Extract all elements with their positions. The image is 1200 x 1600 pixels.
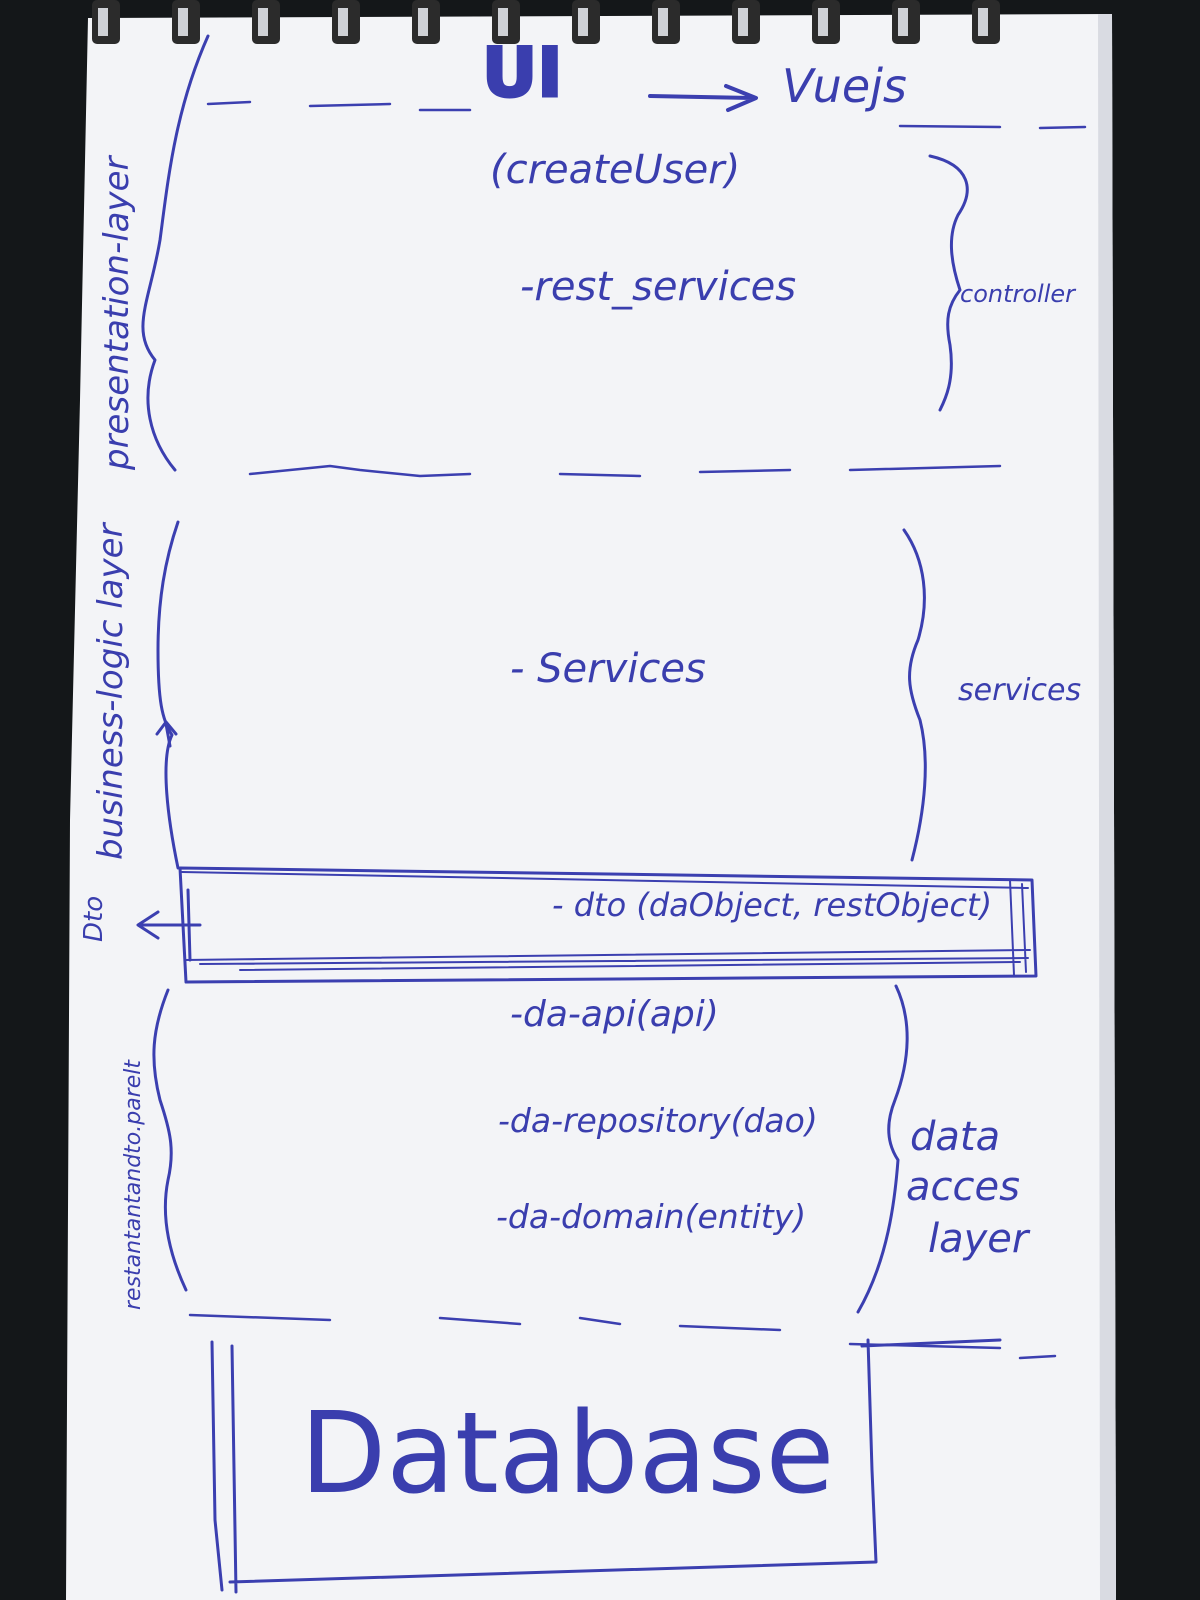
- framework-label: Vuejs: [782, 59, 907, 113]
- spiral-ring-highlight: [498, 8, 508, 36]
- business-item-services: - Services: [510, 646, 706, 692]
- data-access-item-domain: -da-domain(entity): [496, 1197, 806, 1236]
- controller-brace-icon: [928, 154, 969, 412]
- header-divider: [206, 100, 1087, 130]
- spiral-ring-highlight: [978, 8, 988, 36]
- spiral-ring-highlight: [738, 8, 748, 36]
- left-arrow-icon: [136, 888, 202, 962]
- spiral-ring-highlight: [818, 8, 828, 36]
- database-box: [210, 1338, 1002, 1594]
- spiral-ring-highlight: [98, 8, 108, 36]
- data-access-label-line3: layer: [928, 1216, 1031, 1262]
- data-access-divider: [188, 1313, 1057, 1360]
- spiral-ring-highlight: [898, 8, 908, 36]
- services-label: services: [958, 673, 1081, 708]
- up-arrow-icon: [155, 720, 178, 748]
- data-access-side-label: restantantandto.parelt: [121, 1059, 146, 1310]
- data-access-label-line2: acces: [906, 1164, 1020, 1210]
- controller-label: controller: [960, 280, 1077, 308]
- presentation-divider: [248, 464, 1002, 478]
- data-access-brace: [152, 988, 188, 1292]
- ui-title: UI: [482, 34, 563, 113]
- data-access-item-api: -da-api(api): [510, 994, 719, 1035]
- presentation-layer-label: presentation-layer: [97, 154, 137, 471]
- spiral-ring-highlight: [418, 8, 428, 36]
- spiral-binding-icon: [92, 0, 1000, 44]
- presentation-layer-brace: [141, 34, 210, 472]
- data-access-label-line1: data: [910, 1114, 1000, 1160]
- spiral-ring-highlight: [658, 8, 668, 36]
- spiral-ring-highlight: [578, 8, 588, 36]
- dto-band-scribble: [181, 871, 1031, 976]
- dto-text: - dto (daObject, restObject): [552, 886, 992, 924]
- spiral-ring-highlight: [178, 8, 188, 36]
- spiral-ring-highlight: [258, 8, 268, 36]
- presentation-item-rest-services: -rest_services: [520, 264, 796, 310]
- services-brace-icon: [902, 528, 927, 862]
- right-arrow-icon: [648, 84, 758, 112]
- paper-sheet: [66, 14, 1116, 1600]
- data-access-item-repository: -da-repository(dao): [498, 1101, 818, 1140]
- dto-side-label: Dto: [79, 896, 109, 942]
- presentation-item-create-user: (createUser): [490, 147, 740, 193]
- business-logic-layer-label: business-logic layer: [91, 521, 131, 860]
- database-label: Database: [300, 1389, 834, 1519]
- business-logic-brace: [156, 520, 180, 870]
- dto-band: [178, 866, 1038, 984]
- data-access-brace-icon: [856, 984, 909, 1314]
- paper-shadow: [1098, 14, 1116, 1600]
- spiral-ring-highlight: [338, 8, 348, 36]
